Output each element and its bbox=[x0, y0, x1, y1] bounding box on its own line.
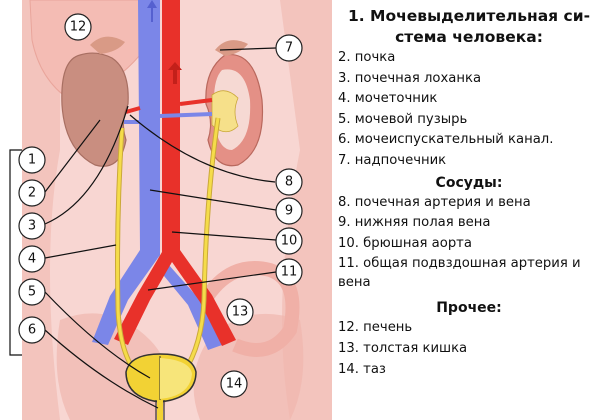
legend-item: 14. таз bbox=[338, 361, 386, 377]
legend-item: 11. общая подвздошная артерия и вена bbox=[338, 256, 581, 291]
legend-title-line-1: 1. Мочевыделительная си- bbox=[347, 7, 590, 25]
right-adrenal-gland bbox=[215, 40, 248, 56]
legend-item: 13. толстая кишка bbox=[338, 340, 468, 356]
legend-item: 4. мочеточник bbox=[338, 91, 438, 107]
left-kidney bbox=[61, 52, 129, 167]
svg-text:10: 10 bbox=[281, 234, 298, 249]
callout-10: 10 bbox=[275, 227, 303, 255]
legend-vessel-list: 8. почечная артерия и вена 9. нижняя пол… bbox=[338, 193, 600, 293]
system-bracket bbox=[9, 149, 22, 356]
legend-item: 6. мочеиспускательный канал. bbox=[338, 132, 554, 148]
callout-8: 8 bbox=[275, 168, 303, 196]
legend-item: 8. почечная артерия и вена bbox=[338, 194, 531, 210]
svg-text:11: 11 bbox=[281, 265, 298, 280]
callout-11: 11 bbox=[275, 258, 303, 286]
urethra bbox=[157, 400, 163, 420]
right-renal-vein bbox=[159, 112, 213, 118]
callout-1: 1 bbox=[18, 146, 46, 174]
callout-14: 14 bbox=[220, 370, 248, 398]
urethra-outline bbox=[155, 400, 165, 420]
legend-title-line-2: стема человека: bbox=[395, 28, 543, 46]
left-body-edge bbox=[22, 0, 60, 420]
svg-text:4: 4 bbox=[28, 252, 36, 267]
legend-item: 5. мочевой пузырь bbox=[338, 111, 468, 127]
legend-other-list: 12. печень 13. толстая кишка 14. таз bbox=[338, 318, 600, 380]
colon bbox=[199, 261, 300, 357]
leader-lines bbox=[44, 47, 277, 409]
svg-text:6: 6 bbox=[28, 323, 36, 338]
svg-text:12: 12 bbox=[70, 20, 87, 35]
svg-text:14: 14 bbox=[226, 377, 243, 392]
vein-arrow-up bbox=[147, 0, 157, 22]
callout-6: 6 bbox=[18, 316, 46, 344]
svg-text:3: 3 bbox=[28, 219, 36, 234]
legend-item: 2. почка bbox=[338, 50, 396, 65]
right-iliac-vein bbox=[155, 255, 222, 350]
callout-12: 12 bbox=[64, 13, 92, 41]
svg-text:13: 13 bbox=[232, 305, 249, 320]
legend-item: 3. почечная лоханка bbox=[338, 70, 482, 86]
svg-text:8: 8 bbox=[285, 175, 293, 190]
svg-text:9: 9 bbox=[285, 204, 293, 219]
left-adrenal-gland bbox=[90, 36, 125, 54]
legend-item: 7. надпочечник bbox=[338, 152, 447, 168]
left-renal-artery bbox=[125, 106, 141, 114]
callout-3: 3 bbox=[18, 212, 46, 240]
callout-7: 7 bbox=[275, 34, 303, 62]
inferior-vena-cava bbox=[92, 0, 160, 345]
right-ureter bbox=[182, 117, 220, 373]
legend-item: 10. брюшная аорта bbox=[338, 235, 472, 251]
artery-arrow-up bbox=[168, 62, 182, 84]
legend-other-heading: Прочее: bbox=[436, 300, 502, 317]
left-ureter bbox=[116, 127, 136, 371]
callout-5: 5 bbox=[18, 278, 46, 306]
callout-4: 4 bbox=[18, 245, 46, 273]
svg-text:2: 2 bbox=[28, 186, 36, 201]
abdominal-aorta bbox=[114, 0, 236, 346]
legend-organ-list: 2. почка 3. почечная лоханка 4. мочеточн… bbox=[338, 48, 600, 172]
callout-13: 13 bbox=[226, 298, 254, 326]
legend-vessels-heading: Сосуды: bbox=[435, 174, 503, 191]
legend-panel: 1. Мочевыделительная си- стема человека:… bbox=[338, 6, 600, 380]
legend-item: 12. печень bbox=[338, 320, 413, 336]
callout-2: 2 bbox=[18, 179, 46, 207]
legend-item: 9. нижняя полая вена bbox=[338, 215, 491, 231]
bladder-interior bbox=[160, 358, 192, 399]
svg-text:1: 1 bbox=[28, 153, 36, 168]
svg-text:7: 7 bbox=[285, 41, 293, 56]
right-renal-artery bbox=[179, 98, 213, 106]
svg-text:5: 5 bbox=[28, 285, 36, 300]
callout-9: 9 bbox=[275, 197, 303, 225]
